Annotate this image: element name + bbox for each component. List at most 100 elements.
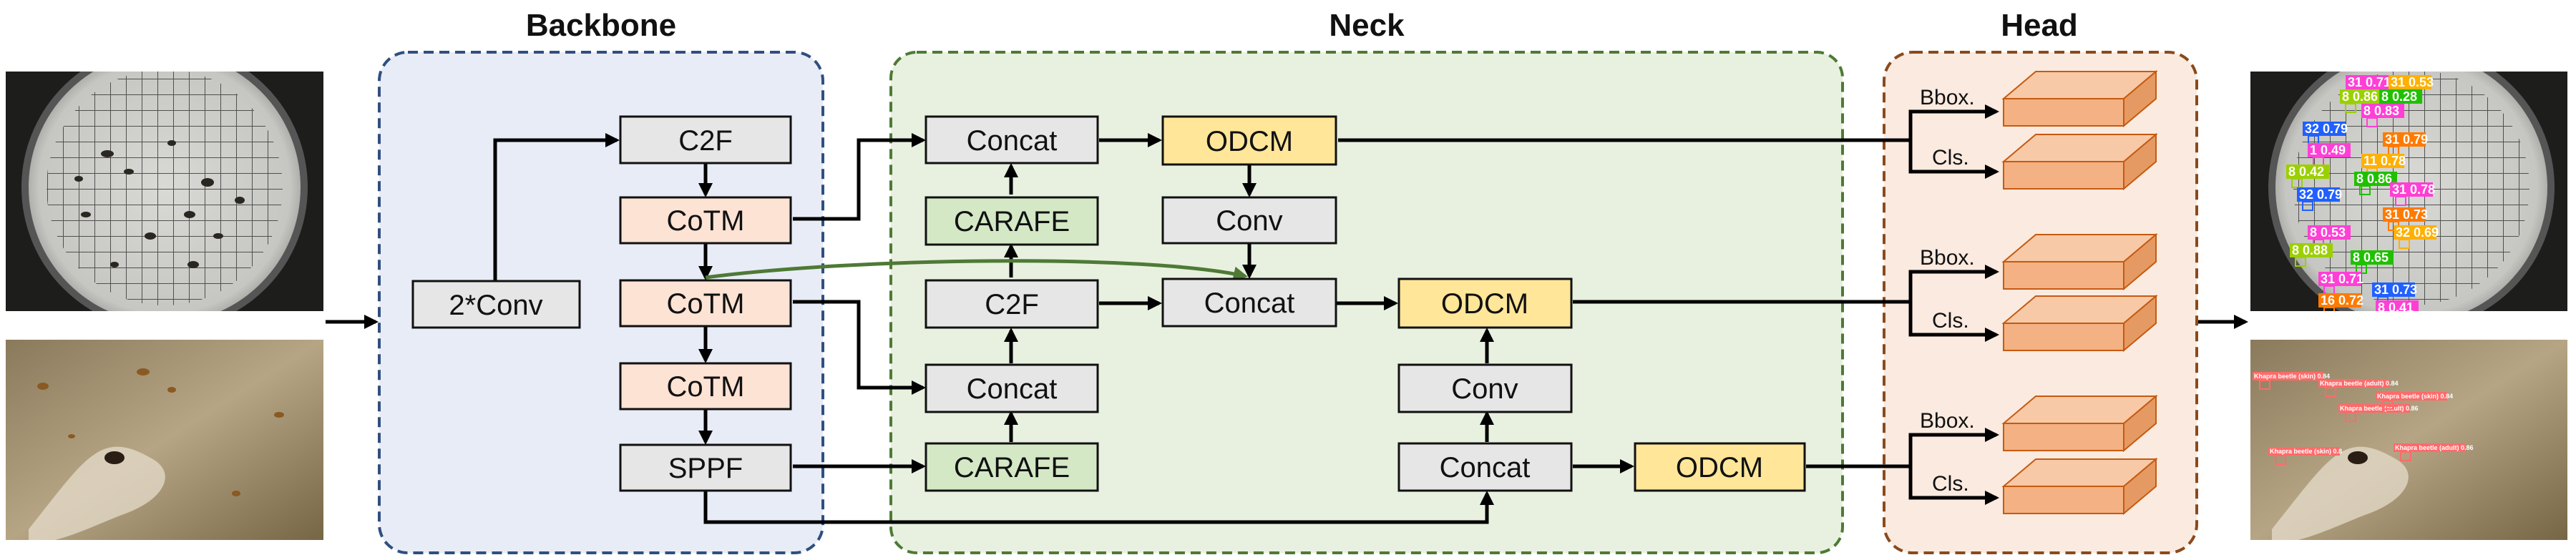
detection-label-top: 8 0.88 xyxy=(2290,243,2333,267)
head-3-bbox-label: Bbox. xyxy=(1920,409,1975,433)
head-cube-5 xyxy=(2001,394,2158,453)
node-neck-concat-1: Concat xyxy=(924,115,1099,164)
svg-text:32 0.69: 32 0.69 xyxy=(2396,225,2439,240)
edge-head1-bbox xyxy=(1908,104,1999,140)
detection-label-top: 1 0.49 xyxy=(2308,143,2351,167)
head-2-cls-label: Cls. xyxy=(1932,309,1969,333)
svg-text:8 0.28: 8 0.28 xyxy=(2381,89,2417,104)
node-2conv: 2*Conv xyxy=(411,280,581,329)
node-neck-carafe-1: CARAFE xyxy=(924,196,1099,246)
svg-text:8 0.65: 8 0.65 xyxy=(2353,250,2389,265)
edge-head2-cls xyxy=(1908,302,1999,342)
svg-text:8 0.83: 8 0.83 xyxy=(2363,104,2399,118)
head-cube-4 xyxy=(2001,294,2158,353)
detection-label-bottom: Khapra beetle (skin) 0.84 xyxy=(2376,392,2453,410)
svg-text:8 0.88: 8 0.88 xyxy=(2292,243,2328,257)
detection-label-top: 32 0.79 xyxy=(2297,187,2342,211)
node-neck-concat-4: Concat xyxy=(1397,442,1573,492)
svg-text:31 0.53: 31 0.53 xyxy=(2391,75,2434,89)
svg-text:CoTM: CoTM xyxy=(667,371,745,403)
detection-label-bottom: Khapra beetle (adult) 0.84 xyxy=(2318,379,2399,397)
node-neck-odcm-3: ODCM xyxy=(1634,442,1806,492)
svg-text:8 0.86: 8 0.86 xyxy=(2356,172,2392,186)
node-backbone-cotm-3: CoTM xyxy=(619,362,792,411)
edge-cotm2-to-concat2 xyxy=(793,300,926,395)
detection-label-top: 16 0.72 xyxy=(2318,293,2363,311)
head-cube-3 xyxy=(2001,232,2158,291)
edge-sppf-to-concat4 xyxy=(703,491,1494,524)
svg-text:8 0.41: 8 0.41 xyxy=(2378,300,2414,315)
svg-text:31 0.71: 31 0.71 xyxy=(2348,75,2391,89)
head-cube-6 xyxy=(2001,457,2158,516)
detection-label-top: 31 0.78 xyxy=(2390,182,2435,206)
head-3-cls-label: Cls. xyxy=(1932,472,1969,496)
node-neck-carafe-2: CARAFE xyxy=(924,442,1099,492)
node-neck-conv-2: Conv xyxy=(1397,363,1573,413)
edge-green-skip xyxy=(705,259,1248,281)
svg-text:Conv: Conv xyxy=(1216,205,1282,237)
svg-text:32 0.79: 32 0.79 xyxy=(2305,122,2348,136)
detection-label-top: 8 0.42 xyxy=(2286,164,2329,188)
edges xyxy=(326,104,2248,524)
svg-text:Concat: Concat xyxy=(1440,452,1531,483)
svg-text:ODCM: ODCM xyxy=(1206,126,1293,157)
node-neck-conv-1: Conv xyxy=(1161,196,1337,245)
svg-text:ODCM: ODCM xyxy=(1441,288,1528,320)
detection-label-top: 8 0.28 xyxy=(2379,89,2422,113)
svg-text:Khapra beetle (adult) 0.84: Khapra beetle (adult) 0.84 xyxy=(2320,380,2399,387)
head-2-bbox-label: Bbox. xyxy=(1920,246,1975,270)
neck-title: Neck xyxy=(1329,8,1405,43)
detection-label-top: 31 0.79 xyxy=(2383,132,2428,156)
svg-text:32 0.79: 32 0.79 xyxy=(2299,187,2342,202)
detection-label-top: 8 0.86 xyxy=(2354,172,2397,195)
node-backbone-sppf: SPPF xyxy=(619,443,792,492)
svg-text:Khapra beetle (adult) 0.86: Khapra beetle (adult) 0.86 xyxy=(2340,405,2419,412)
node-backbone-cotm-2: CoTM xyxy=(619,279,792,328)
node-neck-concat-3: Concat xyxy=(1161,277,1337,328)
svg-text:C2F: C2F xyxy=(678,125,733,157)
svg-text:11 0.78: 11 0.78 xyxy=(2363,154,2406,168)
svg-text:8 0.53: 8 0.53 xyxy=(2310,225,2346,240)
svg-text:Khapra beetle (skin) 0.84: Khapra beetle (skin) 0.84 xyxy=(2377,393,2453,400)
node-backbone-cotm-1: CoTM xyxy=(619,196,792,245)
detection-label-bottom: Khapra beetle (adult) 0.86 xyxy=(2394,443,2474,461)
svg-text:8 0.86: 8 0.86 xyxy=(2342,89,2378,104)
edge-head2-bbox xyxy=(1908,265,1999,302)
detection-label-top: 32 0.69 xyxy=(2394,225,2439,249)
svg-text:31 0.71: 31 0.71 xyxy=(2321,272,2363,286)
svg-text:ODCM: ODCM xyxy=(1676,452,1763,483)
detection-label-top: 8 0.41 xyxy=(2376,300,2419,315)
svg-text:2*Conv: 2*Conv xyxy=(449,290,542,321)
detection-label-top: 8 0.83 xyxy=(2361,104,2404,127)
svg-text:31 0.73: 31 0.73 xyxy=(2374,283,2417,297)
backbone-title: Backbone xyxy=(526,8,676,43)
svg-text:Khapra beetle (adult) 0.86: Khapra beetle (adult) 0.86 xyxy=(2395,444,2474,451)
head-cube-2 xyxy=(2001,132,2158,191)
node-neck-c2f: C2F xyxy=(924,279,1099,329)
node-neck-concat-2: Concat xyxy=(924,363,1099,413)
svg-text:Khapra beetle (skin) 0.8: Khapra beetle (skin) 0.8 xyxy=(2270,448,2342,455)
head-cube-1 xyxy=(2001,69,2158,128)
svg-text:SPPF: SPPF xyxy=(668,453,743,484)
head-cubes xyxy=(2001,69,2158,516)
svg-text:Concat: Concat xyxy=(967,373,1058,405)
svg-text:CARAFE: CARAFE xyxy=(954,452,1070,483)
svg-text:1 0.49: 1 0.49 xyxy=(2310,143,2346,157)
svg-text:16 0.72: 16 0.72 xyxy=(2321,293,2363,308)
svg-text:CARAFE: CARAFE xyxy=(954,206,1070,237)
svg-text:8 0.42: 8 0.42 xyxy=(2288,164,2324,179)
svg-text:CoTM: CoTM xyxy=(667,205,745,237)
detection-label-top: 8 0.65 xyxy=(2351,250,2394,274)
svg-text:Concat: Concat xyxy=(1204,288,1295,319)
detection-label-bottom: Khapra beetle (skin) 0.8 xyxy=(2268,447,2342,465)
svg-text:31 0.73: 31 0.73 xyxy=(2385,207,2428,222)
head-1-cls-label: Cls. xyxy=(1932,146,1969,170)
svg-text:31 0.79: 31 0.79 xyxy=(2385,132,2428,147)
edge-head1-cls xyxy=(1908,140,1999,179)
detection-label-top: 8 0.86 xyxy=(2340,89,2383,113)
edge-cotm1-to-concat1 xyxy=(793,133,926,221)
